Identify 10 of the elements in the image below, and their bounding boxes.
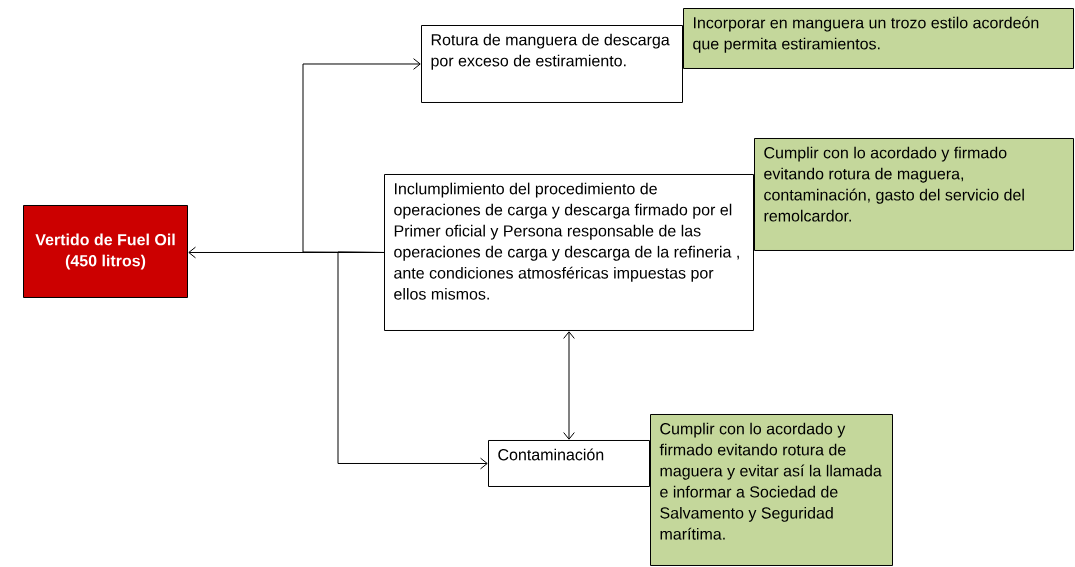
arrow bbox=[563, 331, 575, 440]
cause-box: Contaminación bbox=[488, 440, 650, 487]
event-box: Vertido de Fuel Oil (450 litros) bbox=[23, 205, 188, 298]
measure-box: Incorporar en manguera un trozo estilo acordeón que permita estiramientos. bbox=[683, 8, 1074, 69]
measure-box: Cumplir con lo acordado y firmado evitando rotura de maguera, contaminación, gasto del servicio del remolcardor. bbox=[754, 138, 1074, 251]
cause-box: Inclumplimiento del procedimiento de operaciones de carga y descarga firmado por el Primer oficial y Persona responsable de las operaciones de carga y descarga de la refineria , ante condiciones atmosféricas impuestas por ellos mismos. bbox=[384, 174, 754, 331]
measure-box: Cumplir con lo acordado y firmado evitando rotura de maguera y evitar así la llamada e informar a Sociedad de Salvamento y Seguridad marítima. bbox=[650, 414, 893, 566]
arrow bbox=[337, 251, 488, 470]
arrow bbox=[302, 58, 421, 253]
cause-box: Rotura de manguera de descarga por exceso de estiramiento. bbox=[421, 25, 683, 103]
